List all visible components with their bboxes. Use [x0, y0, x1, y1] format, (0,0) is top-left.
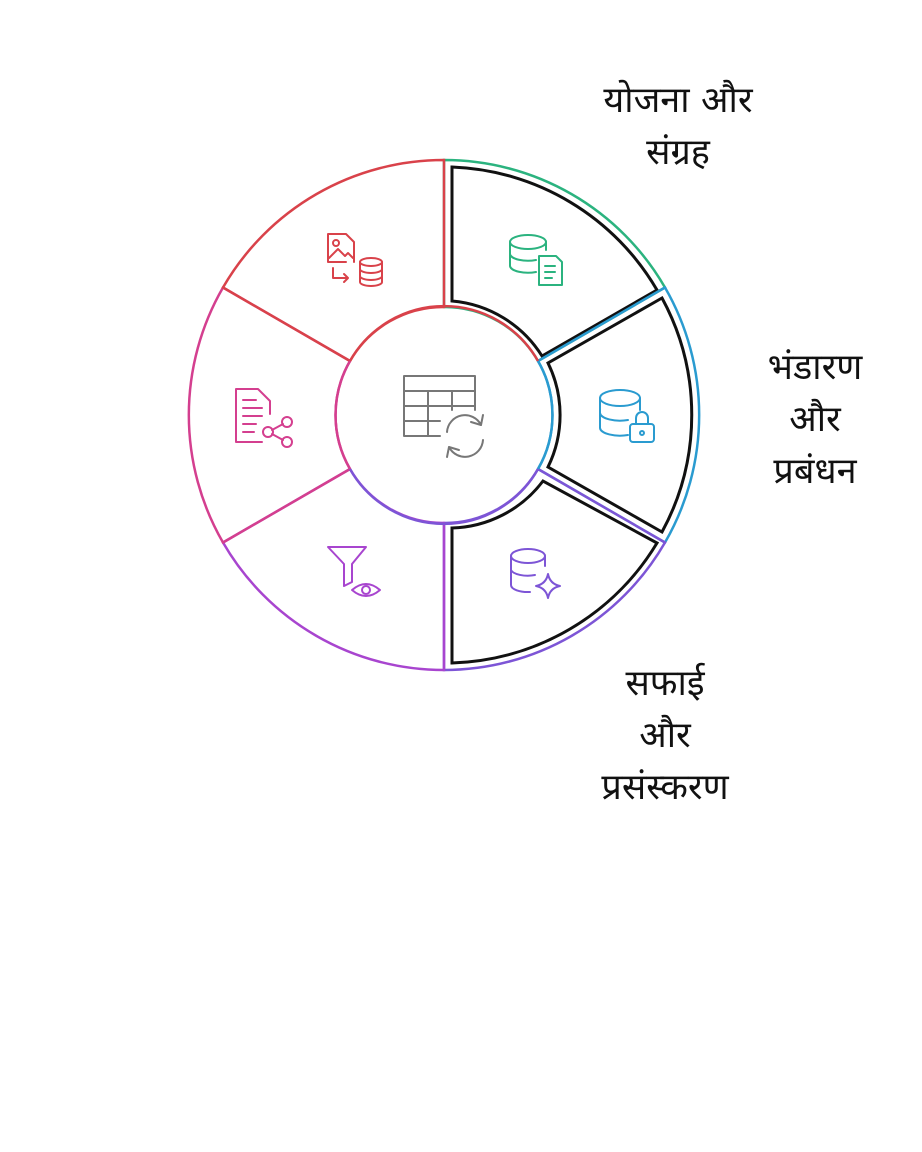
segment-clean-highlight	[450, 479, 660, 665]
database-lock-icon	[599, 389, 655, 443]
segment-storage[interactable]	[536, 285, 701, 545]
table-sync-icon	[403, 375, 484, 458]
center-hub	[334, 305, 554, 525]
image-to-database-icon	[327, 233, 383, 287]
document-share-icon	[235, 388, 293, 448]
label-storage-management: भंडारण और प्रबंधन	[715, 342, 915, 498]
segment-share[interactable]	[187, 285, 352, 545]
center-ring-purple	[348, 468, 540, 525]
label-plan-line1: योजना और	[603, 80, 753, 121]
label-clean-line1: सफाई	[625, 663, 705, 704]
label-planning-collection: योजना और संग्रह	[565, 75, 791, 179]
segment-import-outline	[221, 158, 446, 363]
label-cleaning-processing: सफाई और प्रसंस्करण	[565, 658, 765, 814]
label-storage-line2: और	[789, 399, 841, 440]
segment-import[interactable]	[221, 158, 446, 363]
database-document-icon	[509, 234, 563, 286]
filter-eye-icon	[327, 546, 381, 597]
center-ring-red	[348, 305, 540, 362]
label-storage-line1: भंडारण	[767, 347, 863, 388]
database-sparkle-icon	[509, 548, 561, 599]
center-ring-blue	[536, 360, 554, 470]
segment-share-outline	[187, 285, 352, 545]
segment-clean[interactable]	[442, 467, 667, 672]
segment-plan-highlight	[450, 165, 660, 359]
label-plan-line2: संग्रह	[646, 132, 710, 173]
segment-filter[interactable]	[221, 467, 446, 672]
segment-clean-outline	[442, 467, 667, 672]
label-storage-line3: प्रबंधन	[773, 451, 857, 492]
segment-filter-outline	[221, 467, 446, 672]
segment-plan-outline	[442, 158, 667, 363]
label-clean-line2: और	[639, 715, 691, 756]
segment-storage-highlight	[546, 295, 694, 535]
center-ring-magenta	[334, 360, 352, 470]
segment-plan[interactable]	[442, 158, 667, 363]
label-clean-line3: प्रसंस्करण	[601, 767, 729, 808]
